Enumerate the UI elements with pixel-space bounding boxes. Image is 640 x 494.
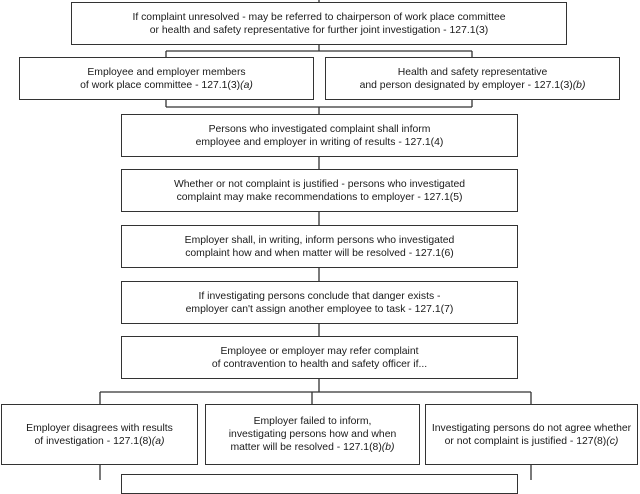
- text-segment: or health and safety representative for …: [149, 24, 489, 36]
- text-segment: of investigation - 127.1(8): [34, 435, 152, 447]
- box-text-line: investigating persons how and when: [229, 428, 397, 441]
- box-text-line: employee and employer in writing of resu…: [196, 136, 444, 149]
- clause-reference: (b): [572, 79, 586, 91]
- box-text: Persons who investigated complaint shall…: [196, 123, 444, 149]
- box-recommendations: Whether or not complaint is justified - …: [121, 169, 518, 212]
- box-text-line: Investigating persons do not agree wheth…: [432, 422, 631, 435]
- text-segment: and person designated by employer - 127.…: [359, 79, 573, 91]
- text-segment: If investigating persons conclude that d…: [198, 290, 441, 302]
- text-segment: Employee and employer members: [87, 66, 246, 78]
- text-segment: of contravention to health and safety of…: [211, 358, 428, 370]
- box-text-line: Whether or not complaint is justified - …: [174, 178, 465, 191]
- text-segment: matter will be resolved - 127.1(8): [230, 442, 382, 453]
- box-text-line: matter will be resolved - 127.1(8)(b): [229, 441, 397, 454]
- box-text-line: Employer disagrees with results: [26, 422, 173, 435]
- text-segment: complaint may make recommendations to em…: [176, 191, 463, 203]
- box-next-step: [121, 474, 518, 494]
- box-danger-exists: If investigating persons conclude that d…: [121, 281, 518, 324]
- box-text-line: or health and safety representative for …: [132, 24, 505, 37]
- box-text-line: or not complaint is justified - 127(8)(c…: [432, 435, 631, 448]
- box-text-line: If investigating persons conclude that d…: [186, 290, 454, 303]
- box-text-line: Health and safety representative: [360, 66, 586, 79]
- box-text-line: If complaint unresolved - may be referre…: [132, 11, 505, 24]
- text-segment: Employer shall, in writing, inform perso…: [184, 234, 455, 246]
- text-segment: Whether or not complaint is justified - …: [173, 178, 466, 190]
- box-persons-disagree: Investigating persons do not agree wheth…: [425, 404, 638, 465]
- text-segment: Investigating persons do not agree wheth…: [431, 422, 632, 434]
- box-employer-inform: Employer shall, in writing, inform perso…: [121, 225, 518, 268]
- box-text: Investigating persons do not agree wheth…: [432, 422, 631, 448]
- clause-reference: (b): [381, 442, 395, 453]
- box-text: Employer failed to inform, investigating …: [229, 415, 397, 454]
- box-text: Employer shall, in writing, inform perso…: [185, 234, 455, 260]
- box-text-line: of work place committee - 127.1(3)(a): [80, 79, 253, 92]
- box-text-line: Employer failed to inform,: [229, 415, 397, 428]
- clause-reference: (c): [606, 435, 619, 447]
- box-employer-failed-inform: Employer failed to inform, investigating …: [205, 404, 420, 465]
- box-text-line: Persons who investigated complaint shall…: [196, 123, 444, 136]
- box-inform-results: Persons who investigated complaint shall…: [121, 114, 518, 157]
- text-segment: of work place committee - 127.1(3): [80, 79, 241, 91]
- clause-reference: (a): [240, 79, 253, 91]
- box-text-line: Employer shall, in writing, inform perso…: [185, 234, 455, 247]
- box-text: Employee or employer may refer complaint…: [212, 345, 427, 371]
- box-text-line: employer can't assign another employee t…: [186, 303, 454, 316]
- text-segment: Employer failed to inform,: [253, 416, 372, 427]
- connector-lines: [99, 0, 532, 480]
- clause-reference: (a): [151, 435, 165, 447]
- box-text-line: of investigation - 127.1(8)(a): [26, 435, 173, 448]
- text-segment: Employer disagrees with results: [26, 422, 173, 434]
- text-segment: investigating persons how and when: [228, 429, 397, 440]
- text-segment: or not complaint is justified - 127(8): [444, 435, 607, 447]
- text-segment: complaint how and when matter will be re…: [185, 247, 454, 259]
- text-segment: employee and employer in writing of resu…: [195, 136, 444, 148]
- text-segment: Persons who investigated complaint shall…: [208, 123, 431, 135]
- box-text: Whether or not complaint is justified - …: [174, 178, 465, 204]
- box-text-line: complaint may make recommendations to em…: [174, 191, 465, 204]
- text-segment: Health and safety representative: [397, 66, 548, 78]
- box-text: If complaint unresolved - may be referre…: [132, 11, 505, 37]
- box-refer-to-officer: Employee or employer may refer complaint…: [121, 336, 518, 379]
- text-segment: If complaint unresolved - may be referre…: [132, 11, 506, 23]
- box-text-line: complaint how and when matter will be re…: [185, 247, 455, 260]
- box-text-line: Employee or employer may refer complaint: [212, 345, 427, 358]
- box-complaint-referred: If complaint unresolved - may be referre…: [71, 2, 567, 45]
- box-text-line: and person designated by employer - 127.…: [360, 79, 586, 92]
- box-text-line: of contravention to health and safety of…: [212, 358, 427, 371]
- box-text-line: Employee and employer members: [80, 66, 253, 79]
- text-segment: employer can't assign another employee t…: [185, 303, 454, 315]
- text-segment: Employee or employer may refer complaint: [220, 345, 419, 357]
- box-text: If investigating persons conclude that d…: [186, 290, 454, 316]
